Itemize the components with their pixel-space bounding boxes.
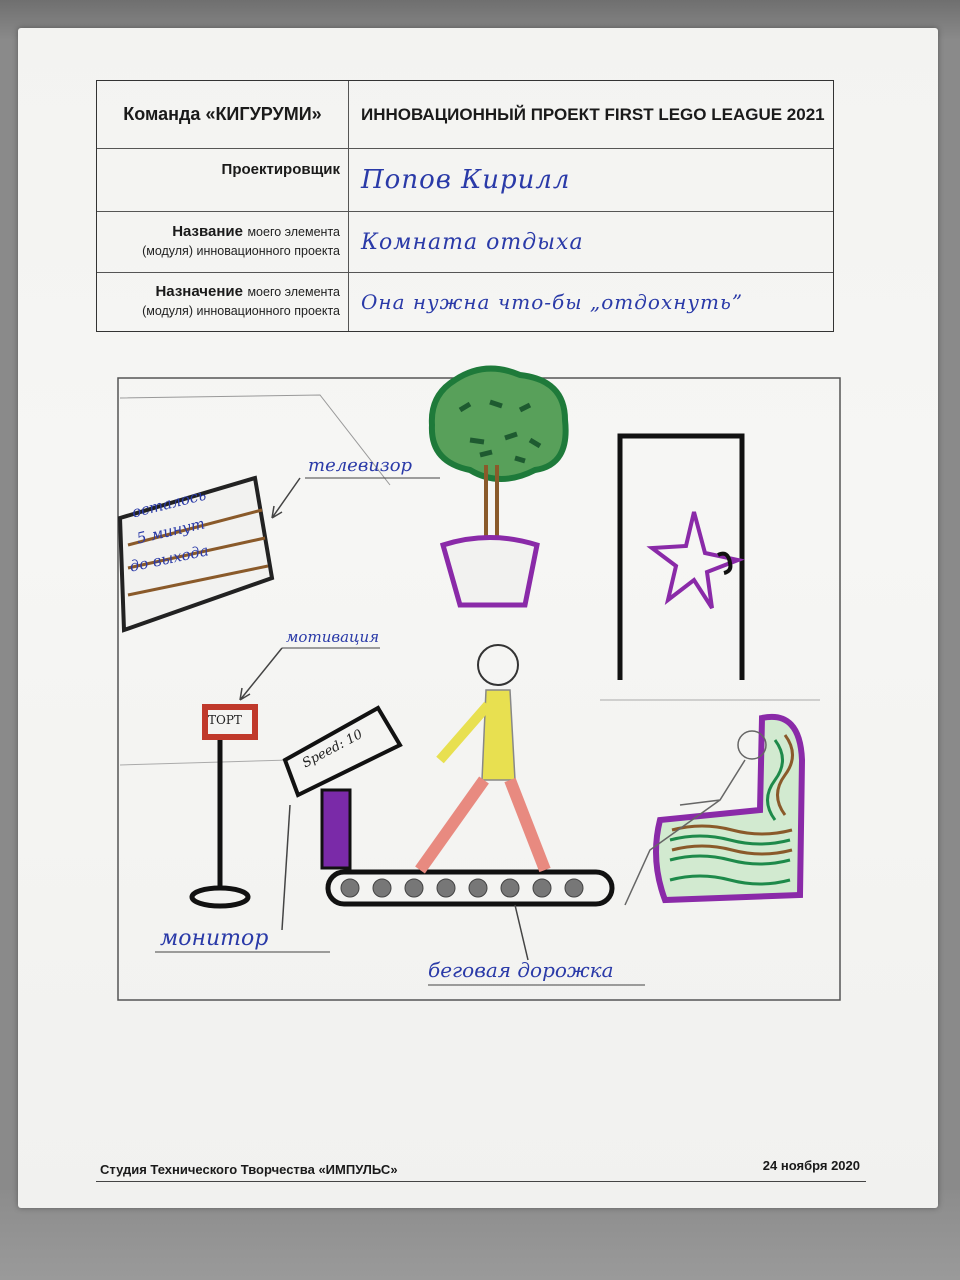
roller (436, 878, 456, 898)
designer-value: Попов Кирилл (361, 165, 571, 195)
tv-text-underline (127, 536, 266, 570)
header-row-purpose: Назначение моего элемента (модуля) иннов… (97, 273, 833, 331)
roller (372, 878, 392, 898)
floor-line (119, 759, 291, 766)
potted-tree (428, 365, 569, 608)
armchair-pattern (671, 734, 794, 856)
runner-arm (436, 701, 492, 764)
door-handle (717, 551, 733, 575)
header-table: Команда «КИГУРУМИ» ИННОВАЦИОННЫЙ ПРОЕКТ … (96, 80, 834, 332)
arrow-tv (271, 477, 301, 519)
designer-label: Проектировщик (221, 161, 340, 178)
footer-divider (96, 1181, 866, 1182)
motivation-sign (189, 704, 258, 909)
arrow-treadmill (514, 904, 529, 961)
tv (117, 475, 275, 633)
header-row-designer: Проектировщик Попов Кирилл (97, 149, 833, 212)
designer-value-cell: Попов Кирилл (349, 149, 833, 211)
sign-text: ТОРТ (208, 713, 242, 727)
runner-leg (504, 777, 551, 873)
project-title-cell: ИННОВАЦИОННЫЙ ПРОЕКТ FIRST LEGO LEAGUE 2… (349, 81, 833, 148)
footer-studio: Студия Технического Творчества «ИМПУЛЬС» (100, 1162, 398, 1177)
roller (564, 878, 584, 898)
tv-text-underline (127, 564, 269, 597)
armchair (624, 713, 806, 906)
treadmill-column (320, 788, 352, 870)
treadmill (282, 705, 615, 907)
seated-person-head (737, 730, 767, 760)
designer-label-cell: Проектировщик (97, 149, 349, 211)
seated-person-body (624, 759, 746, 906)
name-label-bold: Название (172, 222, 243, 240)
header-row-title: Команда «КИГУРУМИ» ИННОВАЦИОННЫЙ ПРОЕКТ … (97, 81, 833, 149)
roller (532, 878, 552, 898)
star-icon (646, 511, 745, 610)
name-label-line2: (модуля) инновационного проекта (142, 244, 340, 258)
roller (468, 878, 488, 898)
arrow-sign (239, 647, 283, 701)
tv-text-underline (127, 508, 263, 547)
perspective-line (119, 394, 391, 486)
purpose-label-line2: (модуля) инновационного проекта (142, 304, 340, 318)
treadmill-label: беговая дорожка (428, 958, 614, 982)
runner-body (481, 689, 516, 781)
purpose-label-rest: моего элемента (247, 284, 340, 299)
sign-base (189, 885, 251, 909)
roller (500, 878, 520, 898)
runner-leg (415, 776, 489, 874)
footer-date: 24 ноября 2020 (762, 1158, 860, 1173)
tv-label: телевизор (308, 455, 413, 476)
purpose-label-bold: Назначение (155, 282, 243, 300)
runner-head (477, 644, 519, 686)
purpose-value-cell: Она нужна что-бы „отдохнуть” (349, 273, 833, 331)
paper-sheet (18, 28, 938, 1208)
project-title: ИННОВАЦИОННЫЙ ПРОЕКТ FIRST LEGO LEAGUE 2… (361, 104, 825, 124)
tree-leaves (458, 399, 542, 464)
monitor-label: монитор (160, 926, 269, 951)
purpose-value: Она нужна что-бы „отдохнуть” (361, 290, 744, 314)
name-label-rest: моего элемента (247, 224, 340, 239)
tree-crown (428, 365, 569, 482)
purpose-label-cell: Назначение моего элемента (модуля) иннов… (97, 273, 349, 331)
arrow-monitor (281, 804, 291, 931)
roller (404, 878, 424, 898)
sign-board (202, 704, 258, 740)
roller (340, 878, 360, 898)
team-name: Команда «КИГУРУМИ» (97, 81, 349, 148)
name-value: Комната отдыха (361, 229, 584, 255)
runner (415, 644, 551, 874)
door (617, 433, 745, 680)
name-value-cell: Комната отдыха (349, 212, 833, 272)
monitor-screen (282, 705, 403, 798)
armchair-pattern (669, 739, 791, 886)
door-frame (617, 433, 745, 680)
flower-pot (439, 535, 540, 608)
header-row-name: Название моего элемента (модуля) инновац… (97, 212, 833, 273)
motivation-label: мотивация (286, 628, 380, 646)
name-label-cell: Название моего элемента (модуля) инновац… (97, 212, 349, 272)
